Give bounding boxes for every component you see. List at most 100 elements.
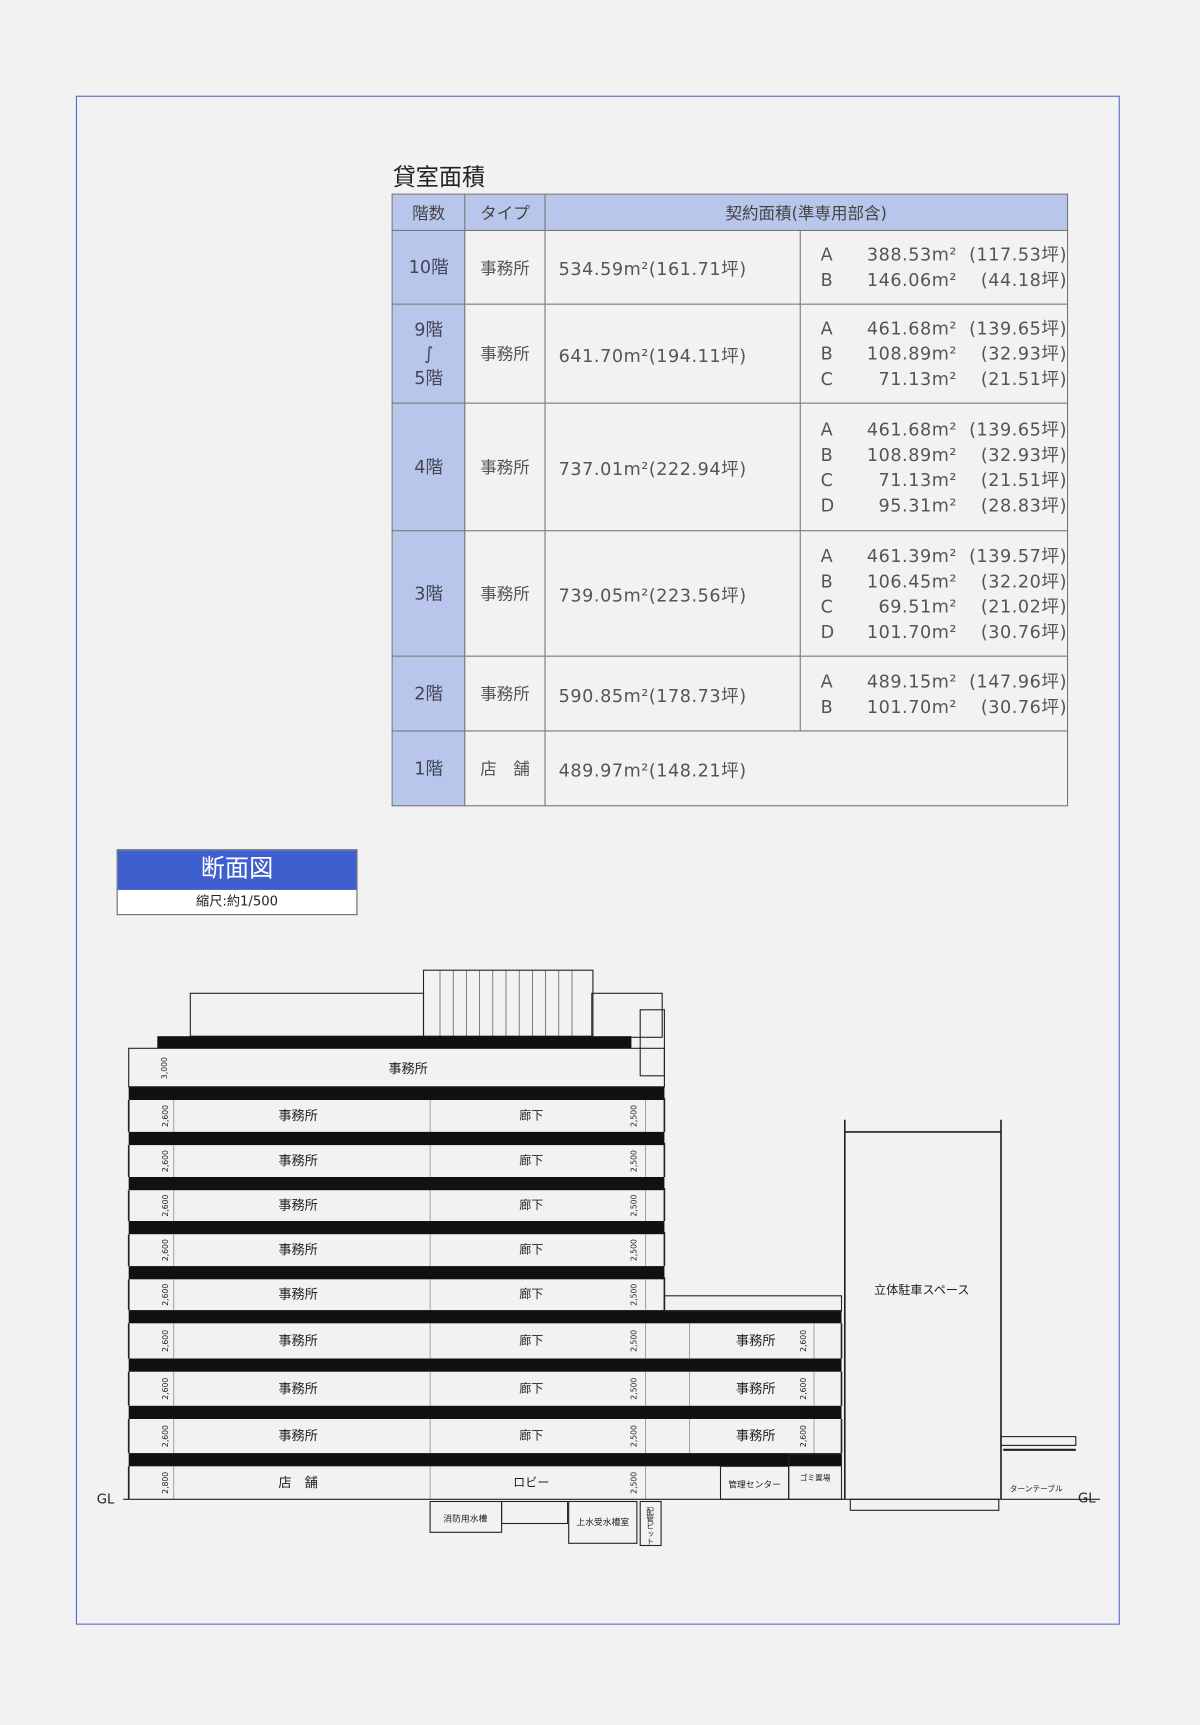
unit-value: (21.51坪) xyxy=(980,368,1067,390)
unit-value: 101.70m² xyxy=(866,620,957,642)
dimension-label: 2,600 xyxy=(161,1150,170,1172)
floor-slab xyxy=(128,1177,665,1191)
dimension-label: 2,500 xyxy=(630,1150,639,1172)
piping-pit xyxy=(639,1500,662,1547)
unit-value: (21.02坪) xyxy=(980,595,1067,617)
dimension-label: 2,600 xyxy=(161,1105,170,1127)
room-label: 廊下 xyxy=(519,1428,543,1443)
dimension-label: 2,500 xyxy=(630,1194,639,1216)
room-label: 事務所 xyxy=(278,1153,318,1169)
unit-value: (30.76坪) xyxy=(980,620,1067,642)
floor-slab xyxy=(128,1221,665,1235)
unit-value: B xyxy=(820,269,834,291)
penthouse xyxy=(422,969,594,1037)
unit-value: A xyxy=(820,670,834,692)
unit-line: A 461.68m² (139.65坪) xyxy=(821,316,1067,341)
dimension-label: 2,500 xyxy=(630,1105,639,1127)
dimension-label: 2,600 xyxy=(161,1378,170,1400)
unit-value: 489.15m² xyxy=(866,670,957,692)
unit-value: 146.06m² xyxy=(866,269,957,291)
unit-value: (32.93坪) xyxy=(980,443,1067,465)
room-label: 配管ピット xyxy=(645,1507,654,1546)
unit-value: 69.51m² xyxy=(878,595,957,617)
area-cell: 489.97m²(148.21坪) xyxy=(544,730,1069,807)
unit-value: (21.51坪) xyxy=(980,469,1067,491)
room-label: 事務所 xyxy=(278,1381,318,1397)
unit-value: D xyxy=(820,620,835,642)
unit-line: B 146.06m² (44.18坪) xyxy=(821,267,1067,292)
unit-value: (44.18坪) xyxy=(980,269,1067,291)
floor-slab xyxy=(128,1131,665,1146)
room-label: 上水受水槽室 xyxy=(576,1516,629,1528)
unit-value: C xyxy=(820,368,834,390)
unit-value: 71.13m² xyxy=(878,469,957,491)
dimension-label: 2,600 xyxy=(161,1239,170,1261)
unit-line: A 489.15m² (147.96坪) xyxy=(821,668,1067,693)
section-scale: 縮尺:約1/500 xyxy=(195,893,279,909)
floor-cell: 2階 xyxy=(391,655,466,732)
room-label: 廊下 xyxy=(519,1332,543,1347)
dimension-label: 2,600 xyxy=(161,1330,170,1352)
unit-value: (117.53坪) xyxy=(969,244,1067,266)
unit-value: 108.89m² xyxy=(866,443,957,465)
area-cell: 739.05m²(223.56坪) xyxy=(544,530,801,657)
type-cell: 事務所 xyxy=(464,402,546,532)
unit-value: 461.68m² xyxy=(866,317,957,339)
parking-pit xyxy=(849,1498,1000,1511)
dimension-label: 2,600 xyxy=(799,1378,808,1400)
unit-value: 71.13m² xyxy=(878,368,957,390)
unit-value: (147.96坪) xyxy=(969,670,1067,692)
dimension-label: 2,600 xyxy=(161,1425,170,1447)
type-cell: 事務所 xyxy=(464,229,546,305)
pit xyxy=(501,1500,569,1525)
floor-cell: 1階 xyxy=(391,730,466,807)
type-cell: 事務所 xyxy=(464,530,546,657)
header-floor: 階数 xyxy=(391,193,466,232)
room-label: 事務所 xyxy=(278,1198,318,1214)
floor-slab xyxy=(128,1266,665,1280)
unit-value: D xyxy=(820,494,835,516)
unit-value: A xyxy=(820,418,834,440)
unit-value: (139.65坪) xyxy=(969,317,1067,339)
unit-value: A xyxy=(820,317,834,339)
unit-line: C 71.13m² (21.51坪) xyxy=(821,366,1067,391)
unit-value: 461.39m² xyxy=(866,545,957,566)
room-label: 廊下 xyxy=(519,1242,543,1257)
rental-area-title: 貸室面積 xyxy=(392,163,486,191)
roof-slab xyxy=(157,1036,632,1049)
unit-value: (30.76坪) xyxy=(980,695,1067,717)
room-label: 事務所 xyxy=(278,1428,318,1444)
unit-value: (32.93坪) xyxy=(980,343,1067,365)
gl-label-right: GL xyxy=(1078,1492,1096,1507)
dimension-label: 2,500 xyxy=(630,1330,639,1352)
dimension-label: 2,500 xyxy=(630,1425,639,1447)
floor-cell: 10階 xyxy=(391,229,466,305)
header-type: タイプ xyxy=(464,193,546,232)
rooftop-structure xyxy=(591,992,663,1038)
type-cell: 事務所 xyxy=(464,655,546,732)
area-cell: 641.70m²(194.11坪) xyxy=(544,303,801,404)
room-label: 事務所 xyxy=(736,1333,776,1349)
unit-value: B xyxy=(820,570,834,592)
room-label: 廊下 xyxy=(519,1197,543,1212)
room-label: 事務所 xyxy=(388,1061,428,1077)
dimension-label: 3,000 xyxy=(160,1057,169,1079)
room-label: 廊下 xyxy=(519,1153,543,1168)
section-header: 断面図 縮尺:約1/500 xyxy=(116,849,358,916)
room-label: ゴミ置場 xyxy=(800,1472,831,1482)
unit-line: D 101.70m² (30.76坪) xyxy=(821,619,1067,644)
